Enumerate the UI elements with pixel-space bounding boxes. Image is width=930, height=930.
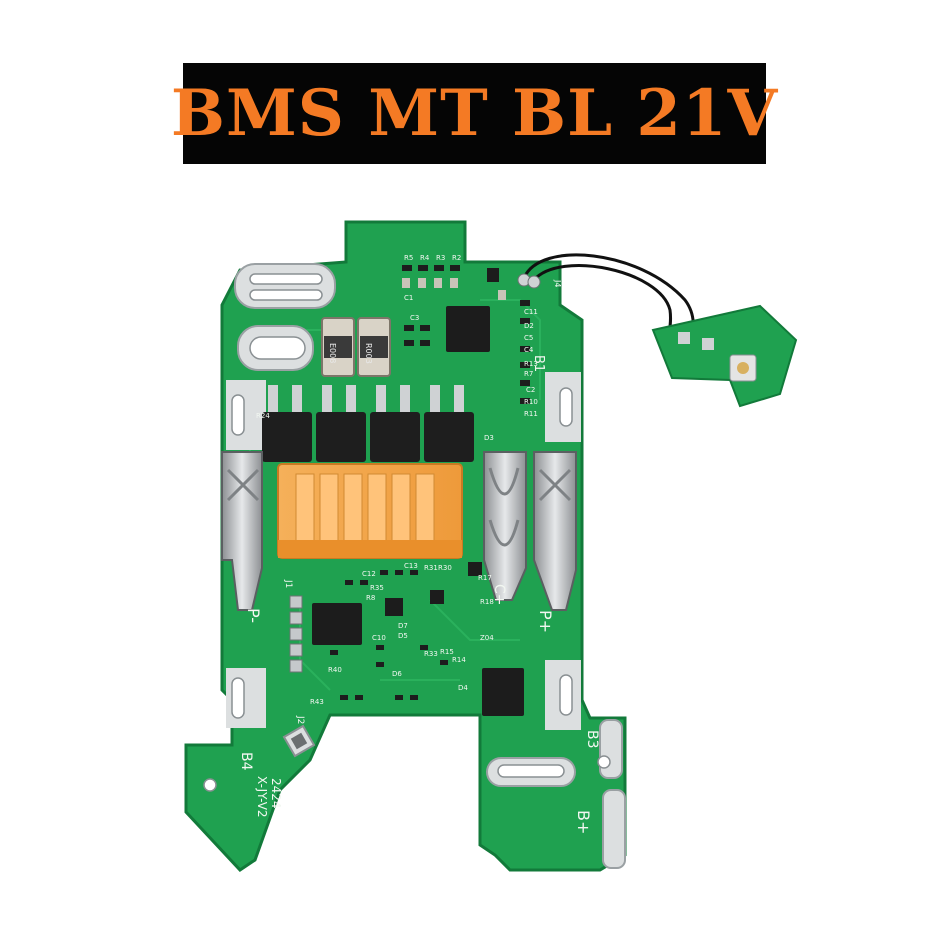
label-r14: R14 xyxy=(452,656,466,664)
label-z04: Z04 xyxy=(480,634,494,642)
label-p-plus: P+ xyxy=(536,610,555,633)
label-r15: R15 xyxy=(440,648,454,656)
label-j2: J2 xyxy=(295,715,305,724)
label-c-plus: C+ xyxy=(491,584,507,606)
label-c5: C5 xyxy=(524,334,533,342)
shunt-resistors xyxy=(321,317,391,377)
label-r4: R4 xyxy=(420,254,430,262)
metal-terminals xyxy=(221,451,577,611)
top-pads xyxy=(234,263,336,371)
label-c10: C10 xyxy=(372,634,386,642)
label-date: 2424 xyxy=(269,778,283,809)
label-j1: J1 xyxy=(283,579,293,588)
label-d5: D5 xyxy=(398,632,408,640)
label-r33: R33 xyxy=(424,650,438,658)
label-resistor-2: R003 xyxy=(364,343,373,364)
label-r17: R17 xyxy=(478,574,492,582)
label-c11: C11 xyxy=(524,308,538,316)
label-d3: D3 xyxy=(484,434,494,442)
label-c2: C2 xyxy=(526,386,535,394)
label-r11: R11 xyxy=(524,410,538,418)
label-d4: D4 xyxy=(458,684,468,692)
label-c3: C3 xyxy=(410,314,419,322)
mosfet-row xyxy=(262,385,474,462)
label-r35: R35 xyxy=(370,584,384,592)
banner-title: BMS MT BL 21V xyxy=(170,75,779,151)
wire-and-button-board xyxy=(517,253,798,408)
label-c1: C1 xyxy=(404,294,413,302)
label-r31: R31 xyxy=(424,564,438,572)
label-resistor-1: E008 xyxy=(328,343,337,363)
label-j4: J4 xyxy=(553,279,562,287)
label-b-plus: B+ xyxy=(574,810,593,834)
label-c12: C12 xyxy=(362,570,376,578)
label-r24: R24 xyxy=(256,412,270,420)
orange-connector xyxy=(277,463,463,559)
side-pads xyxy=(226,372,581,730)
label-b4: B4 xyxy=(238,752,254,771)
label-p-minus: P- xyxy=(244,608,263,623)
label-r43: R43 xyxy=(310,698,324,706)
header-pins xyxy=(289,595,303,673)
label-r3: R3 xyxy=(436,254,445,262)
label-c13: C13 xyxy=(404,562,418,570)
label-r13: R13 xyxy=(524,360,538,368)
label-d2: D2 xyxy=(524,322,534,330)
bottom-pads xyxy=(203,719,626,869)
label-c4: C4 xyxy=(524,346,534,354)
j2-connector xyxy=(282,724,316,758)
label-b3: B3 xyxy=(584,730,600,749)
ic-chips xyxy=(312,268,524,716)
title-banner: BMS MT BL 21V xyxy=(171,63,777,164)
label-r18: R18 xyxy=(480,598,494,606)
label-r7: R7 xyxy=(524,370,533,378)
label-r10: R10 xyxy=(524,398,538,406)
label-r30: R30 xyxy=(438,564,452,572)
label-r8: R8 xyxy=(366,594,375,602)
label-r40: R40 xyxy=(328,666,342,674)
label-b1: B1 xyxy=(531,355,546,372)
label-d7: D7 xyxy=(398,622,408,630)
label-r2: R2 xyxy=(452,254,461,262)
label-version: X-JY-V2 xyxy=(255,776,269,818)
silkscreen-labels: B1 C+ P+ P- B3 B4 B+ J1 J2 J4 X-JY-V2 24… xyxy=(238,254,600,834)
label-r5: R5 xyxy=(404,254,413,262)
smd-components xyxy=(330,265,530,700)
label-d6: D6 xyxy=(392,670,402,678)
